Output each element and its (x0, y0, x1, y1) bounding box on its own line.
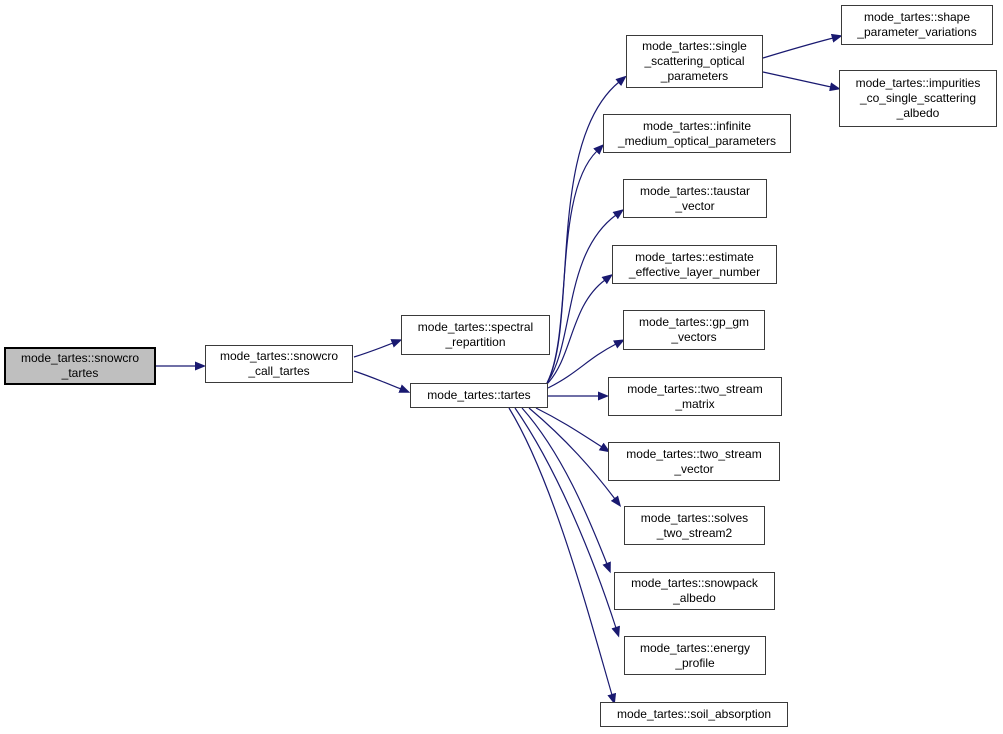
graph-node-taustar_vector[interactable]: mode_tartes::taustar _vector (623, 179, 767, 218)
graph-node-impurities_co_single_scattering_albedo[interactable]: mode_tartes::impurities _co_single_scatt… (839, 70, 997, 127)
graph-node-spectral_repartition[interactable]: mode_tartes::spectral _repartition (401, 315, 550, 355)
graph-node-soil_absorption[interactable]: mode_tartes::soil_absorption (600, 702, 788, 727)
graph-node-infinite_medium_optical_parameters[interactable]: mode_tartes::infinite _medium_optical_pa… (603, 114, 791, 153)
edge-tartes-to-two_stream_vector (535, 407, 611, 453)
edge-tartes-to-energy_profile (514, 407, 620, 638)
edge-snowcro_call_tartes-to-tartes (353, 370, 411, 393)
graph-node-shape_parameter_variations[interactable]: mode_tartes::shape _parameter_variations (841, 5, 993, 45)
edge-tartes-to-solves_two_stream2 (528, 407, 622, 507)
graph-node-single_scattering_optical_parameters[interactable]: mode_tartes::single _scattering_optical … (626, 35, 763, 88)
graph-node-solves_two_stream2[interactable]: mode_tartes::solves _two_stream2 (624, 506, 765, 545)
edge-snowcro_call_tartes-to-spectral_repartition (353, 339, 403, 358)
edge-single_scattering_optical_parameters-to-shape_parameter_variations (762, 33, 843, 59)
edge-tartes-to-snowpack_albedo (521, 407, 611, 574)
graph-node-two_stream_matrix[interactable]: mode_tartes::two_stream _matrix (608, 377, 782, 416)
graph-node-estimate_effective_layer_number[interactable]: mode_tartes::estimate _effective_layer_n… (612, 245, 777, 284)
edge-tartes-to-gp_gm_vectors (547, 339, 625, 389)
graph-node-tartes[interactable]: mode_tartes::tartes (410, 383, 548, 408)
graph-node-snowcro_call_tartes[interactable]: mode_tartes::snowcro _call_tartes (205, 345, 353, 383)
edge-tartes-to-estimate_effective_layer_number (546, 274, 614, 385)
graph-node-two_stream_vector[interactable]: mode_tartes::two_stream _vector (608, 442, 780, 481)
graph-node-snowpack_albedo[interactable]: mode_tartes::snowpack _albedo (614, 572, 775, 610)
graph-node-gp_gm_vectors[interactable]: mode_tartes::gp_gm _vectors (623, 310, 765, 350)
edge-single_scattering_optical_parameters-to-impurities_co_single_scattering_albedo (762, 71, 841, 92)
graph-node-energy_profile[interactable]: mode_tartes::energy _profile (624, 636, 766, 675)
edge-tartes-to-soil_absorption (508, 407, 617, 705)
graph-node-snowcro_tartes[interactable]: mode_tartes::snowcro _tartes (4, 347, 156, 385)
edge-tartes-to-infinite_medium_optical_parameters (546, 143, 605, 384)
edge-tartes-to-taustar_vector (546, 209, 625, 384)
